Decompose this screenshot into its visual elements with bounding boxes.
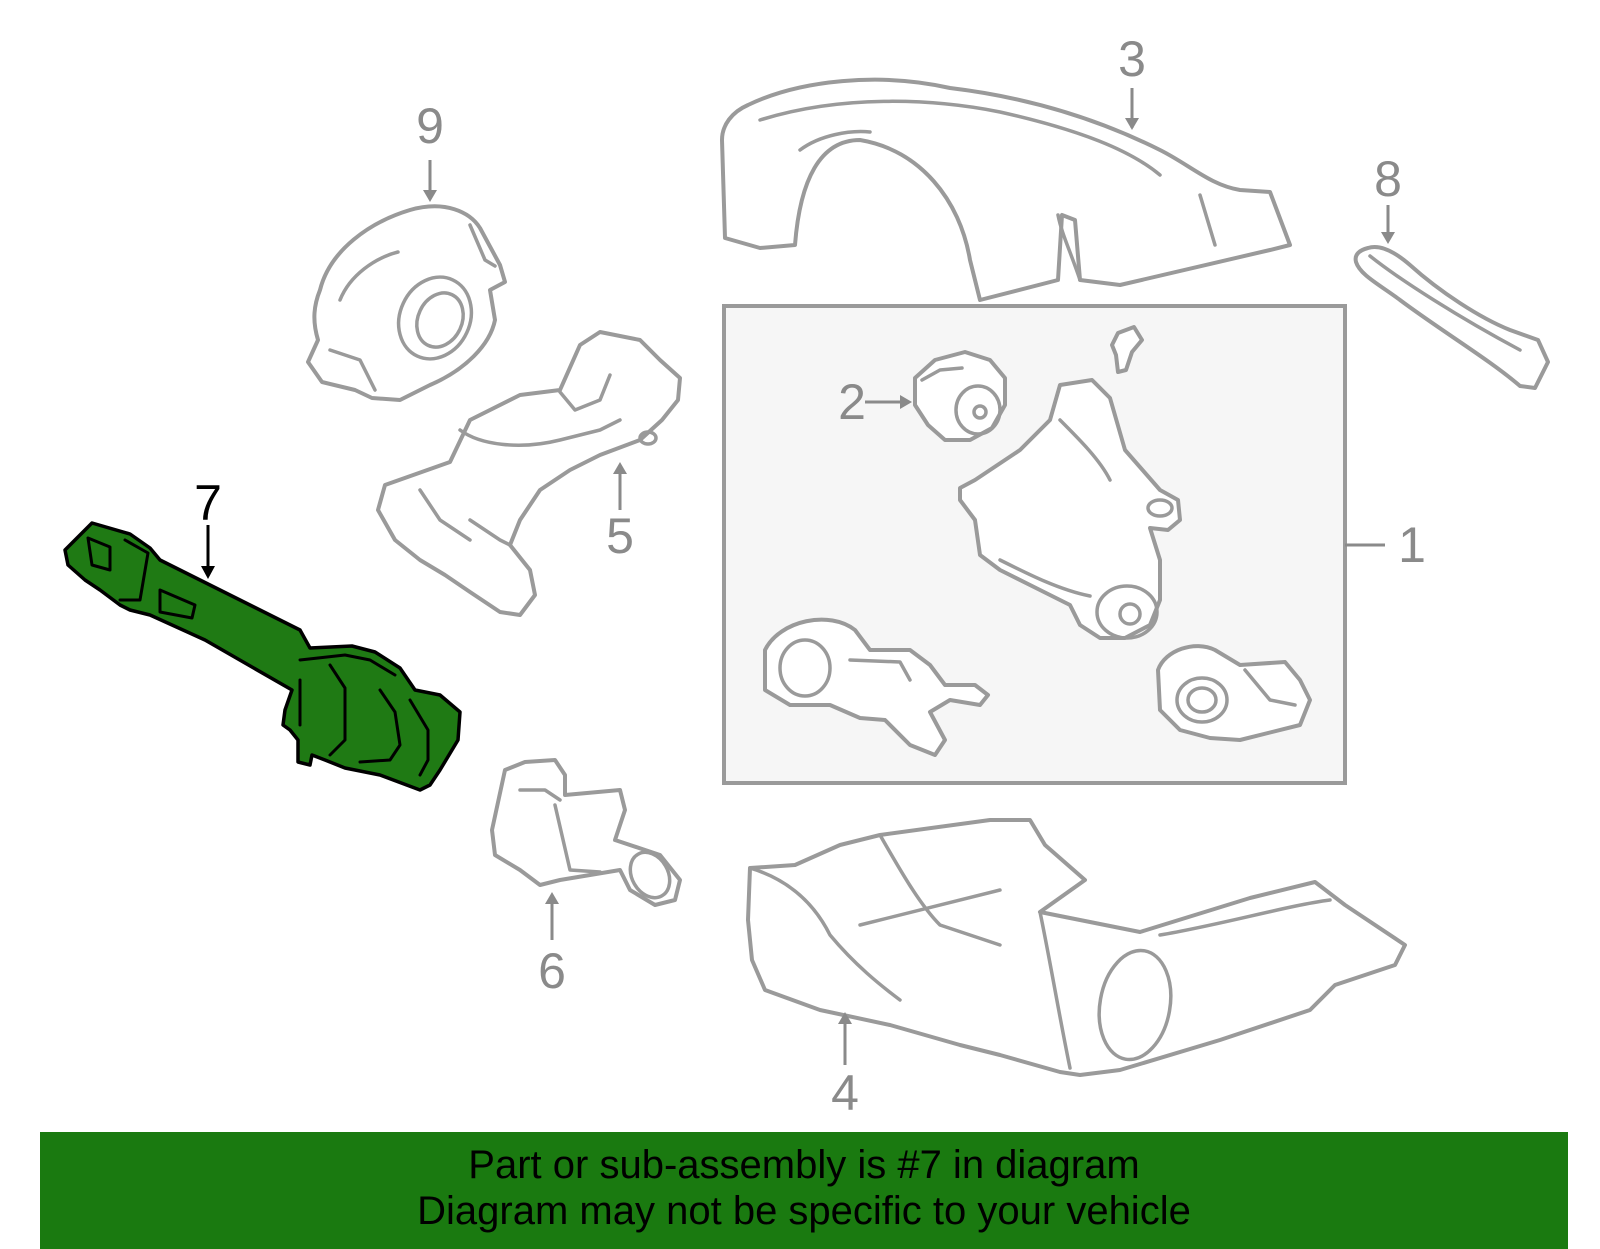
footer-banner: Part or sub-assembly is #7 in diagram Di… <box>40 1132 1568 1249</box>
arrowhead-4 <box>838 1012 852 1024</box>
footer-line-2: Diagram may not be specific to your vehi… <box>417 1189 1191 1233</box>
arrowhead-5 <box>613 462 627 474</box>
callout-1: 1 <box>1398 517 1426 573</box>
callout-5: 5 <box>606 508 634 564</box>
part-6-wiper-switch[interactable] <box>490 758 682 907</box>
arrowhead-8 <box>1381 232 1395 244</box>
kit-housing <box>1156 644 1312 742</box>
arrowhead-9 <box>423 190 437 202</box>
kit-keys <box>763 617 990 757</box>
callout-4: 4 <box>831 1065 859 1121</box>
arrowhead-3 <box>1125 118 1139 130</box>
part-8-trim-strip[interactable] <box>1353 245 1550 390</box>
arrowhead-6 <box>545 892 559 904</box>
part-7-combination-switch[interactable] <box>63 521 462 792</box>
callout-9: 9 <box>416 98 444 154</box>
footer-line-1: Part or sub-assembly is #7 in diagram <box>468 1143 1140 1187</box>
kit-lock-cylinder <box>958 378 1182 640</box>
callout-2: 2 <box>838 374 866 430</box>
callout-7: 7 <box>194 475 222 531</box>
callout-8: 8 <box>1374 151 1402 207</box>
part-9-clock-spring[interactable] <box>306 204 507 402</box>
part-4-lower-shroud[interactable] <box>746 818 1407 1077</box>
part-2-ignition-switch[interactable] <box>913 350 1007 442</box>
part-5-lock-housing[interactable] <box>376 330 682 617</box>
callout-3: 3 <box>1118 31 1146 87</box>
arrowhead-2 <box>900 395 912 409</box>
kit-bolt <box>1110 325 1144 374</box>
arrowhead-7 <box>201 566 215 579</box>
callout-6: 6 <box>538 943 566 999</box>
part-3-upper-shroud[interactable] <box>720 77 1292 302</box>
